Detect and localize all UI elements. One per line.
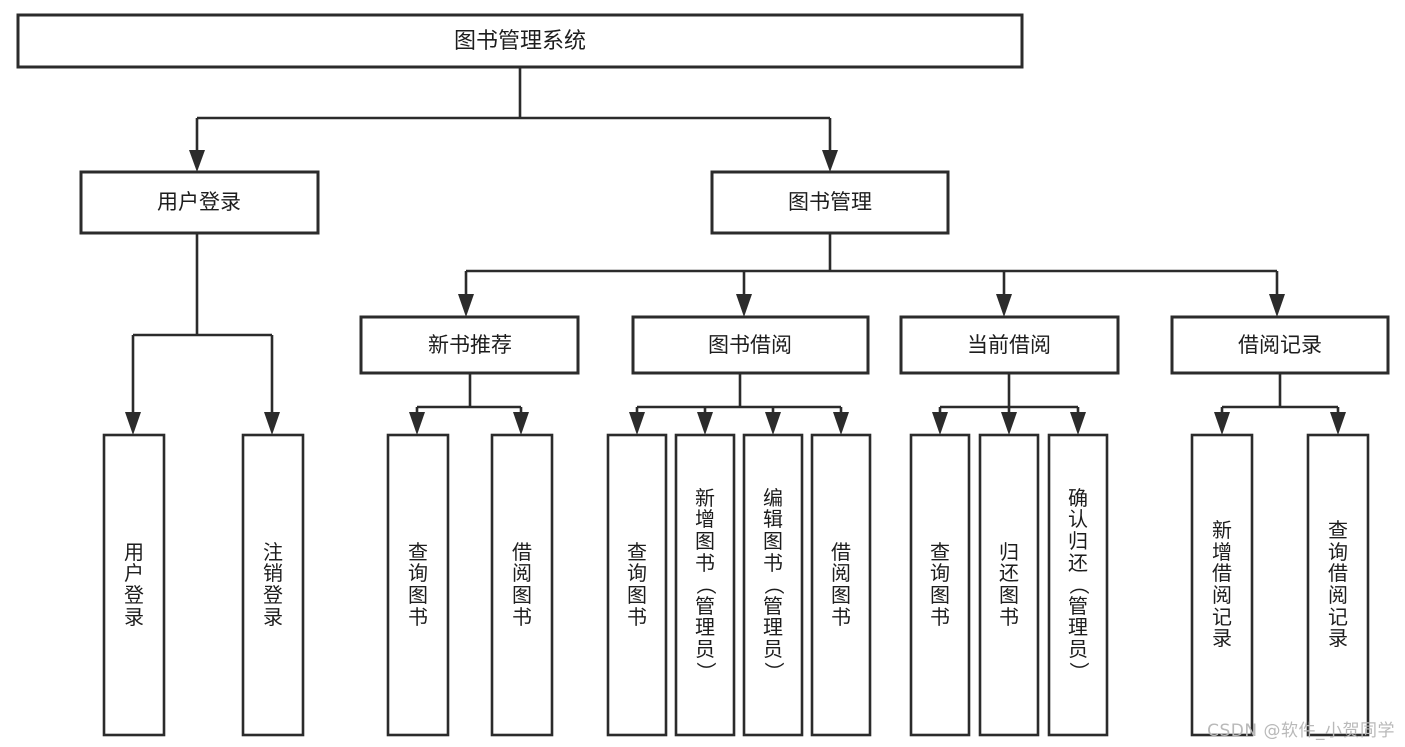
node-borrow-record-label: 借阅记录 (1238, 333, 1322, 357)
connector-bookmgmt-to-level3 (458, 233, 1285, 317)
leaf-box-book-borrow-0[interactable] (606, 433, 668, 737)
node-user-login[interactable]: 用户登录 (79, 170, 320, 235)
node-new-book-recommend[interactable]: 新书推荐 (359, 315, 580, 375)
node-book-management-label: 图书管理 (788, 190, 872, 214)
leaf-box-user-login-0[interactable] (102, 433, 166, 737)
node-book-management[interactable]: 图书管理 (710, 170, 950, 235)
connector-userlogin-to-leaves (125, 233, 280, 435)
node-book-borrow-label: 图书借阅 (708, 333, 792, 357)
node-book-borrow[interactable]: 图书借阅 (631, 315, 870, 375)
node-user-login-label: 用户登录 (157, 190, 241, 214)
node-borrow-record[interactable]: 借阅记录 (1170, 315, 1390, 375)
node-current-borrow-label: 当前借阅 (967, 333, 1051, 357)
connector-currentborrow-to-leaves (932, 373, 1086, 435)
connector-newbook-to-leaves (409, 373, 529, 435)
leaf-box-current-borrow-1[interactable] (978, 433, 1040, 737)
node-root[interactable]: 图书管理系统 (16, 13, 1024, 69)
connector-bookborrow-to-leaves (629, 373, 849, 435)
leaf-box-borrow-record-1[interactable] (1306, 433, 1370, 737)
node-current-borrow[interactable]: 当前借阅 (899, 315, 1120, 375)
leaf-box-user-login-1[interactable] (241, 433, 305, 737)
connector-borrowrecord-to-leaves (1214, 373, 1346, 435)
node-root-label: 图书管理系统 (454, 29, 586, 54)
node-new-book-recommend-label: 新书推荐 (428, 333, 512, 357)
leaf-box-current-borrow-2[interactable] (1047, 433, 1109, 737)
leaf-box-current-borrow-0[interactable] (909, 433, 971, 737)
leaf-box-book-borrow-1[interactable] (674, 433, 736, 737)
leaf-box-book-borrow-3[interactable] (810, 433, 872, 737)
leaf-box-new-book-1[interactable] (490, 433, 554, 737)
leaf-box-new-book-0[interactable] (386, 433, 450, 737)
leaf-box-book-borrow-2[interactable] (742, 433, 804, 737)
connector-root-to-level2 (189, 67, 838, 172)
leaf-box-borrow-record-0[interactable] (1190, 433, 1254, 737)
